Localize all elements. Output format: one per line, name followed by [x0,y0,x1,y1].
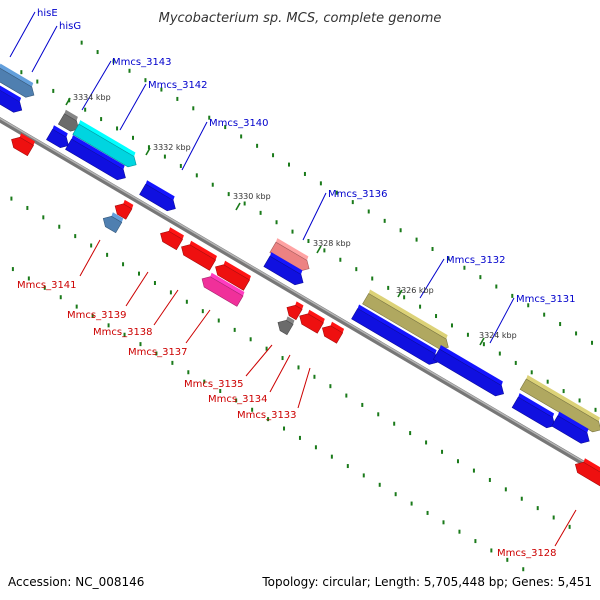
tick-mark [65,97,71,106]
gene-label-hise[interactable]: hisE [37,8,58,19]
gene-block-mmcs-3140[interactable] [139,180,176,212]
leader-line [297,367,311,409]
tick-mark [235,202,241,211]
leader-line [119,83,147,131]
leader-line [9,11,36,58]
tick-label: 3332 kbp [153,143,191,152]
map-title: Mycobacterium sp. MCS, complete genome [159,11,442,26]
leader-line [489,297,515,344]
tick-mark [397,289,403,298]
gene-block-mmcs-3141[interactable] [102,212,124,234]
gene-label-mmcs-3137[interactable]: Mmcs_3137 [128,347,188,358]
tick-label: 3324 kbp [479,331,517,340]
gene-label-mmcs-3132[interactable]: Mmcs_3132 [446,255,506,266]
gene-block-rev[interactable] [11,133,35,157]
gene-label-mmcs-3136[interactable]: Mmcs_3136 [328,189,388,200]
leader-line [245,344,273,377]
tick-mark [145,147,151,156]
gene-block-hise-hisg[interactable] [0,63,35,98]
gene-block-rev[interactable] [286,301,304,321]
leader-line [181,121,208,171]
gene-block-mmcs-3135[interactable] [277,316,295,336]
gene-label-hisg[interactable]: hisG [59,21,81,32]
tick-label: 3334 kbp [73,93,111,102]
gene-label-mmcs-3135[interactable]: Mmcs_3135 [184,379,244,390]
gene-label-mmcs-3128[interactable]: Mmcs_3128 [497,548,557,559]
leader-line [419,258,445,299]
tick-mark [316,245,322,254]
gene-block-mmcs-3142[interactable] [72,120,137,168]
gene-block-mmcs-3134[interactable] [299,309,325,334]
gene-label-mmcs-3134[interactable]: Mmcs_3134 [208,394,268,405]
label-leaders [9,11,577,547]
gene-label-mmcs-3133[interactable]: Mmcs_3133 [237,410,297,421]
tick-mark [479,337,485,346]
gene-block-rev[interactable] [215,260,251,291]
leader-line [31,25,58,73]
gene-label-mmcs-3138[interactable]: Mmcs_3138 [93,327,153,338]
tick-label: 3330 kbp [233,192,271,201]
leader-line [79,239,101,277]
gene-block-fwd[interactable] [46,125,69,149]
gene-block-fwd[interactable] [65,135,126,181]
leader-line [269,354,291,393]
forward-gene-labels: hisE hisG Mmcs_3143 Mmcs_3142 Mmcs_3140 … [37,8,576,305]
gene-block-rev[interactable] [114,199,134,220]
gene-block-mmcs-3128[interactable] [574,458,600,487]
gene-block-fwd[interactable] [551,411,590,444]
gene-block-mmcs-3131[interactable] [432,345,504,397]
gene-block-fwd[interactable] [263,252,304,286]
reverse-gene-labels: Mmcs_3141 Mmcs_3139 Mmcs_3138 Mmcs_3137 … [17,280,557,559]
gene-block-mmcs-3133[interactable] [322,321,345,344]
gene-block-mmcs-3138[interactable] [181,240,217,271]
dotted-guides [10,40,597,572]
gene-block-fwd[interactable] [0,85,23,113]
genome-summary-text: Topology: circular; Length: 5,705,448 bp… [261,575,592,589]
leader-line [81,60,112,111]
gene-block-mmcs-3143[interactable] [57,109,79,132]
gene-label-mmcs-3142[interactable]: Mmcs_3142 [148,80,208,91]
gene-label-mmcs-3131[interactable]: Mmcs_3131 [516,294,576,305]
gene-label-mmcs-3143[interactable]: Mmcs_3143 [112,57,172,68]
gene-block-fwd[interactable] [351,304,438,365]
leader-line [302,192,327,241]
gene-block-khaki[interactable] [519,375,600,433]
leader-line [554,509,577,547]
tick-label: 3326 kbp [396,286,434,295]
gene-label-mmcs-3140[interactable]: Mmcs_3140 [209,118,269,129]
gene-blocks [0,63,600,487]
tick-labels: 3334 kbp 3332 kbp 3330 kbp 3328 kbp 3326… [73,93,517,340]
tick-label: 3328 kbp [313,239,351,248]
leader-line [185,309,211,344]
gene-block-fwd[interactable] [511,393,556,429]
genome-backbone-highlight [0,117,600,473]
genome-backbone [0,117,600,476]
gene-label-mmcs-3141[interactable]: Mmcs_3141 [17,280,77,291]
gene-block-mmcs-3139[interactable] [160,227,184,251]
accession-text: Accession: NC_008146 [8,575,144,589]
leader-line [153,289,179,326]
gene-block-mmcs-3137[interactable] [201,272,245,307]
leader-line [125,271,149,307]
gene-block-mmcs-3136[interactable] [269,238,310,272]
gene-label-mmcs-3139[interactable]: Mmcs_3139 [67,310,127,321]
